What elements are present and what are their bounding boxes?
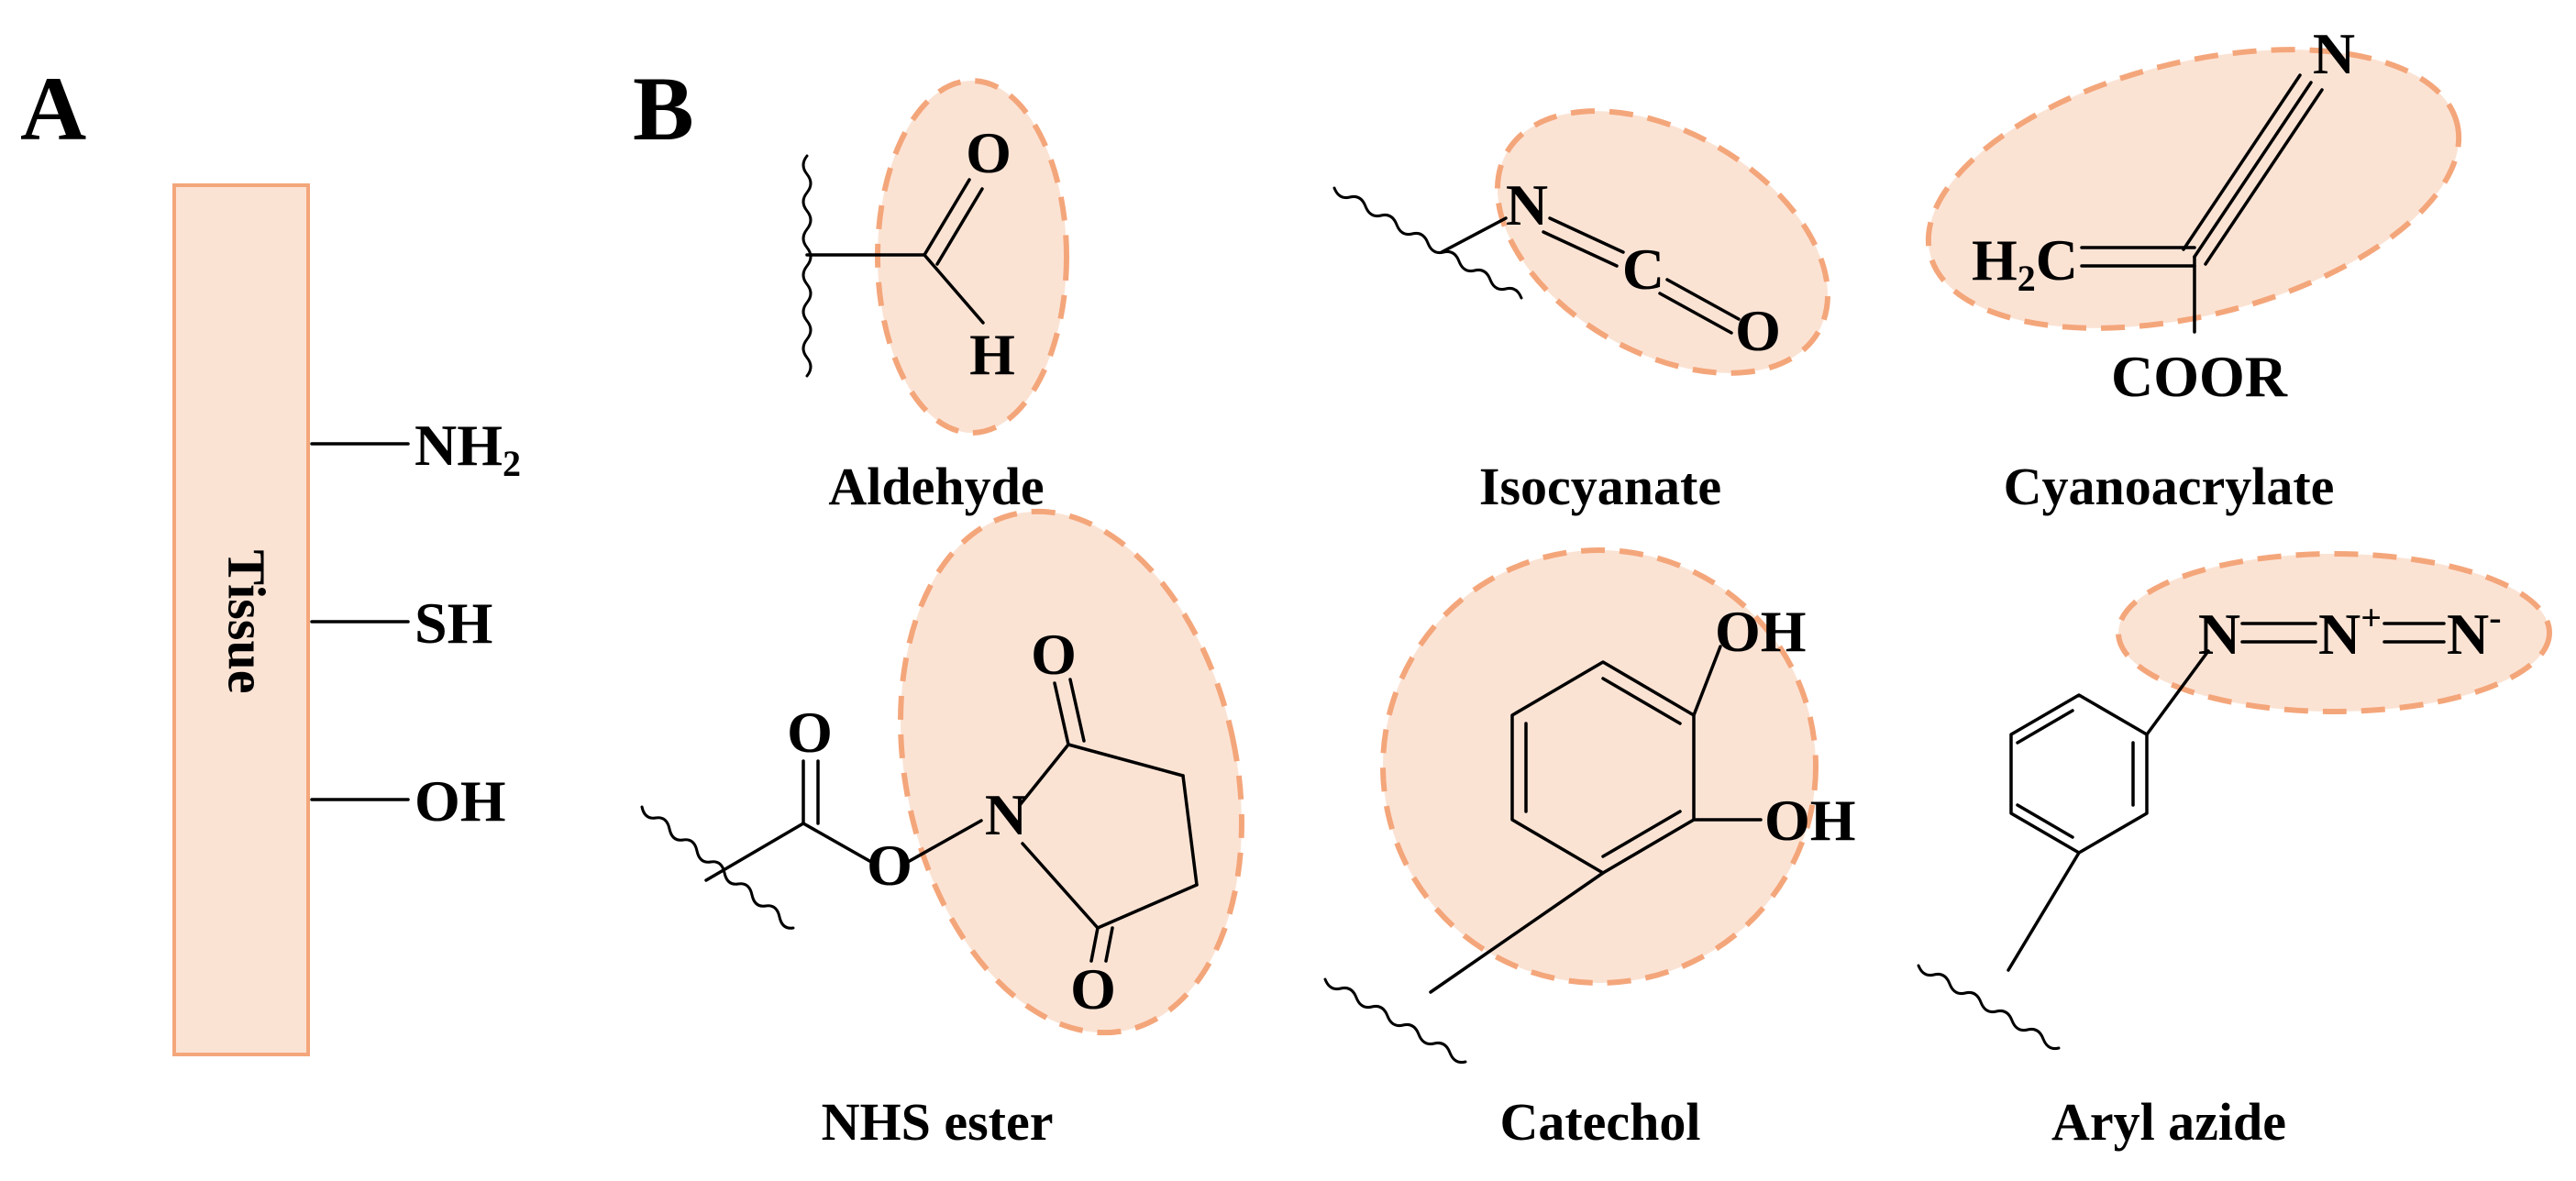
structure-cyanoacrylate: N H2C COOR Cyanoacrylate xyxy=(1925,21,2462,516)
nhs-ester-co-bottom-2 xyxy=(1104,926,1114,963)
catechol-bond-r xyxy=(1429,871,1605,994)
nhs-ester-bond-c-o xyxy=(802,822,873,864)
cyanoacrylate-atom-h-subscript: 2 xyxy=(2018,258,2036,299)
isocyanate-bond-r xyxy=(1440,216,1508,254)
nhs-ester-ring-4 xyxy=(1096,883,1199,930)
aryl-azide-atom-n-3: N- xyxy=(2447,597,2502,667)
nhs-ester-atom-o-ester: O xyxy=(867,833,912,898)
tissue-block xyxy=(172,183,310,1056)
aryl-azide-atom-n-2-text: N xyxy=(2318,602,2360,667)
cyanoacrylate-bond-cn-2 xyxy=(2204,88,2324,266)
nhs-ester-wavy-bond xyxy=(640,805,795,930)
catechol-atom-oh-2: OH xyxy=(1764,788,1856,853)
group-oh: OH xyxy=(415,768,506,833)
nhs-ester-ring-2 xyxy=(1067,743,1185,778)
isocyanate-bond-co-1 xyxy=(1665,278,1741,321)
isocyanate-bond-co-2 xyxy=(1658,292,1733,335)
aryl-azide-ring xyxy=(2009,693,2149,855)
nhs-ester-atom-o-bottom: O xyxy=(1070,956,1116,1021)
aldehyde-bond-ch xyxy=(923,253,985,325)
aldehyde-highlight xyxy=(875,78,1069,436)
aryl-azide-ring-double-1 xyxy=(2016,709,2074,745)
aryl-azide-atom-n-3-charge: - xyxy=(2489,597,2501,638)
aryl-azide-name: Aryl azide xyxy=(2051,1092,2286,1152)
group-nh2-subscript: 2 xyxy=(503,443,521,484)
nhs-ester-ring-5 xyxy=(1021,842,1100,930)
structure-isocyanate: N C O Isocyanate xyxy=(1332,108,1831,516)
catechol-name: Catechol xyxy=(1499,1092,1700,1152)
cyanoacrylate-atom-n: N xyxy=(2313,21,2355,86)
cyanoacrylate-bond-cn-3 xyxy=(2182,73,2302,251)
isocyanate-bond-nc-2 xyxy=(1542,230,1619,268)
aldehyde-atom-o: O xyxy=(966,120,1012,185)
nhs-ester-co-bottom-1 xyxy=(1089,926,1100,963)
cyanoacrylate-atom-coor: COOR xyxy=(2111,344,2288,409)
tissue-label: Tissue xyxy=(217,550,277,694)
cyanoacrylate-atom-h: H xyxy=(1972,227,2018,292)
nhs-ester-co-top-2 xyxy=(1068,678,1086,743)
aryl-azide-atom-n-2-charge: + xyxy=(2360,597,2382,638)
isocyanate-bond-nc-1 xyxy=(1548,216,1625,254)
isocyanate-atom-c: C xyxy=(1622,237,1664,302)
panel-a: Tissue NH2 SH OH xyxy=(172,183,521,1056)
isocyanate-name: Isocyanate xyxy=(1479,457,1721,516)
isocyanate-atom-o: O xyxy=(1735,298,1781,363)
aldehyde-name: Aldehyde xyxy=(828,457,1044,516)
cyanoacrylate-name: Cyanoacrylate xyxy=(2004,457,2335,516)
panel-label-a: A xyxy=(20,58,86,160)
aldehyde-atom-h: H xyxy=(969,322,1015,387)
nhs-ester-atom-o-top: O xyxy=(1031,622,1077,687)
nhs-ester-bond-o-n xyxy=(906,819,983,864)
isocyanate-wavy-bond xyxy=(1332,186,1523,300)
isocyanate-highlight xyxy=(1494,108,1831,376)
aryl-azide-bond-n xyxy=(2145,649,2210,736)
catechol-atom-oh-1: OH xyxy=(1715,599,1807,664)
catechol-bond-oh-1 xyxy=(1692,645,1722,717)
aldehyde-wavy-bond xyxy=(802,154,813,378)
nhs-ester-name: NHS ester xyxy=(822,1092,1054,1152)
structure-nhs-ester: O O N O O NHS ester xyxy=(640,508,1244,1152)
aryl-azide-atom-n-1: N xyxy=(2198,602,2240,667)
aldehyde-bond-co-2 xyxy=(935,187,984,266)
catechol-highlight xyxy=(1380,547,1819,986)
nhs-ester-atom-o-carbonyl: O xyxy=(787,700,833,765)
structure-aldehyde: O H Aldehyde xyxy=(802,78,1069,516)
catechol-ring-double-2 xyxy=(1601,810,1682,858)
group-nh2: NH2 xyxy=(415,413,521,484)
structure-aryl-azide: N N+ N- Aryl azide xyxy=(1917,551,2552,1152)
nhs-ester-ring-3 xyxy=(1181,774,1199,887)
cyanoacrylate-atom-h2c: H2C xyxy=(1972,227,2078,299)
cyanoacrylate-bond-cn-1 xyxy=(2193,81,2313,259)
catechol-wavy-bond xyxy=(1323,977,1467,1064)
panel-label-b: B xyxy=(633,58,694,160)
cyanoacrylate-highlight xyxy=(1925,47,2462,331)
aryl-azide-wavy-bond xyxy=(1917,964,2061,1050)
aryl-azide-atom-n-3-text: N xyxy=(2447,602,2489,667)
aryl-azide-atom-n-2: N+ xyxy=(2318,597,2382,667)
aryl-azide-bond-r xyxy=(2007,851,2081,972)
isocyanate-atom-n: N xyxy=(1506,172,1548,237)
aldehyde-bond-co-1 xyxy=(923,178,971,257)
aryl-azide-highlight xyxy=(2116,551,2552,714)
group-nh2-text: NH xyxy=(415,413,503,478)
aryl-azide-ring-double-3 xyxy=(2016,803,2074,839)
group-sh: SH xyxy=(415,590,492,656)
nhs-ester-co-top-1 xyxy=(1053,681,1070,746)
structure-catechol: OH OH Catechol xyxy=(1323,547,1856,1152)
nhs-ester-atom-n: N xyxy=(985,782,1027,847)
nhs-ester-ring-1 xyxy=(1018,743,1070,807)
nhs-ester-bond-r xyxy=(704,822,805,882)
catechol-ring-double-1 xyxy=(1601,677,1682,725)
cyanoacrylate-atom-c: C xyxy=(2036,227,2078,292)
